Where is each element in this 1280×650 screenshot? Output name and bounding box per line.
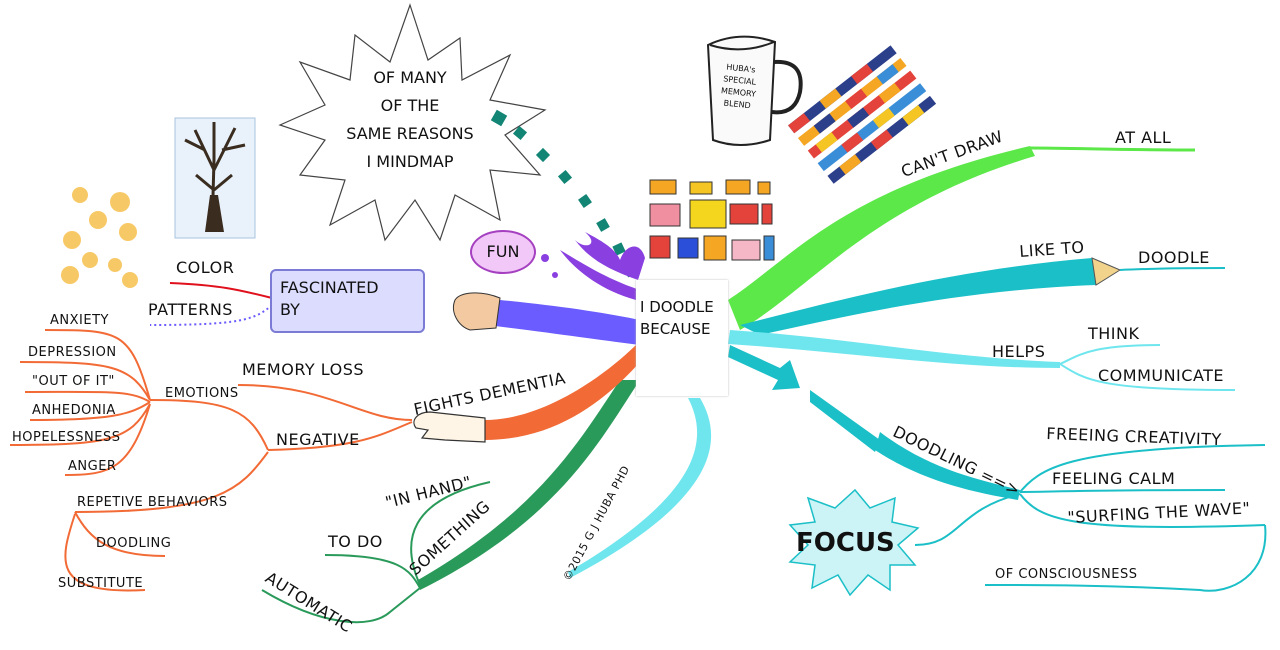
tree-illustration [174,117,256,239]
branch-fascinated [495,300,640,345]
hopelessness-node[interactable]: HOPELESSNESS [12,430,121,445]
mug-illustration [706,35,803,146]
feeling-calm-node[interactable]: FEELING CALM [1052,469,1176,488]
fun-bubble[interactable]: FUN [470,230,536,274]
branch-cant-draw [728,146,1035,330]
substitute-node[interactable]: SUBSTITUTE [58,576,144,591]
think-node[interactable]: THINK [1088,324,1140,343]
communicate-node[interactable]: COMMUNICATE [1098,366,1225,385]
striped-bars-illustration [788,45,937,184]
out-of-it-node[interactable]: "OUT OF IT" [32,374,115,389]
repetive-behaviors-node[interactable]: REPETIVE BEHAVIORS [77,495,228,510]
center-topic[interactable]: I DOODLE BECAUSE [640,298,714,338]
branch-something [418,380,640,590]
fascinated-node[interactable]: FASCINATED BY [270,269,425,333]
star-callout-text: OF MANY OF THE SAME REASONS I MINDMAP [346,68,474,171]
at-all-node[interactable]: AT ALL [1115,128,1172,147]
pointing-hand-illustration [413,411,486,443]
branch-copyright [568,398,712,578]
dandelion-illustration [61,187,138,288]
anxiety-node[interactable]: ANXIETY [50,313,109,328]
patterns-node[interactable]: PATTERNS [148,300,233,319]
anger-node[interactable]: ANGER [68,459,117,474]
color-grid-illustration [649,179,775,261]
memory-loss-node[interactable]: MEMORY LOSS [242,360,365,379]
anhedonia-node[interactable]: ANHEDONIA [32,403,116,418]
center-card [636,280,728,396]
star-callout-shape [278,3,547,242]
branch-like-to [740,258,1096,335]
doodling-behavior-node[interactable]: DOODLING [96,536,172,551]
of-consciousness-node[interactable]: OF CONSCIOUSNESS [995,567,1138,582]
branch-helps [728,330,1060,368]
mug-label: HUBA's SPECIAL MEMORY BLEND [720,62,757,111]
focus-star-shape [788,488,920,597]
branch-doodling [728,345,800,390]
depression-node[interactable]: DEPRESSION [28,345,117,360]
emotions-node[interactable]: EMOTIONS [165,386,239,401]
branch-fights-dementia [485,345,640,440]
color-node[interactable]: COLOR [176,258,235,277]
negative-node[interactable]: NEGATIVE [276,430,360,449]
splash-illustration [575,232,645,280]
focus-node[interactable]: FOCUS [796,528,895,558]
to-do-node[interactable]: TO DO [328,532,383,551]
hand-fist-illustration [453,292,501,331]
helps-node[interactable]: HELPS [992,342,1046,361]
doodle-node[interactable]: DOODLE [1138,248,1210,267]
